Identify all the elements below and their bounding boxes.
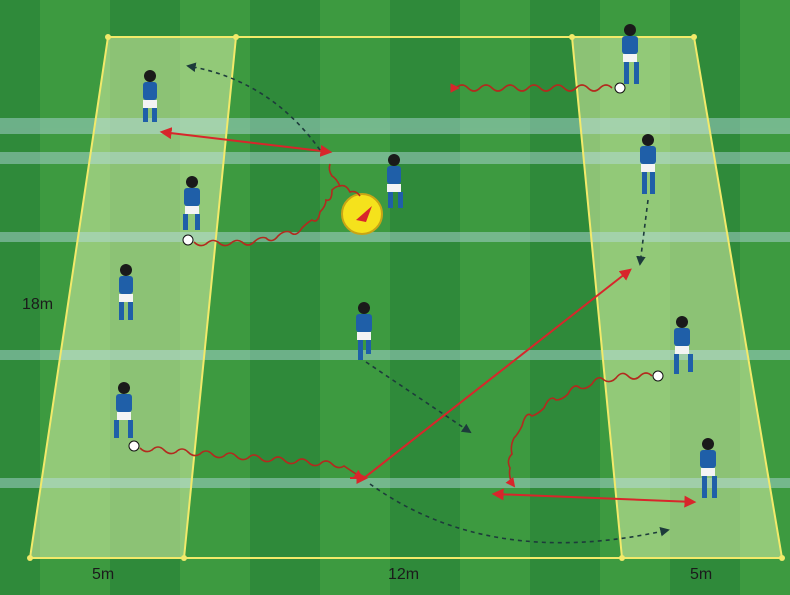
soccer-ball-icon <box>183 235 193 245</box>
left-zone-width-label: 5m <box>92 566 114 584</box>
highlight-circle <box>342 194 382 234</box>
soccer-ball-icon <box>129 441 139 451</box>
soccer-ball-icon <box>615 83 625 93</box>
center-zone-width-label: 12m <box>388 566 419 584</box>
right-zone-width-label: 5m <box>690 566 712 584</box>
height-dimension-label: 18m <box>22 296 53 314</box>
soccer-ball-icon <box>653 371 663 381</box>
